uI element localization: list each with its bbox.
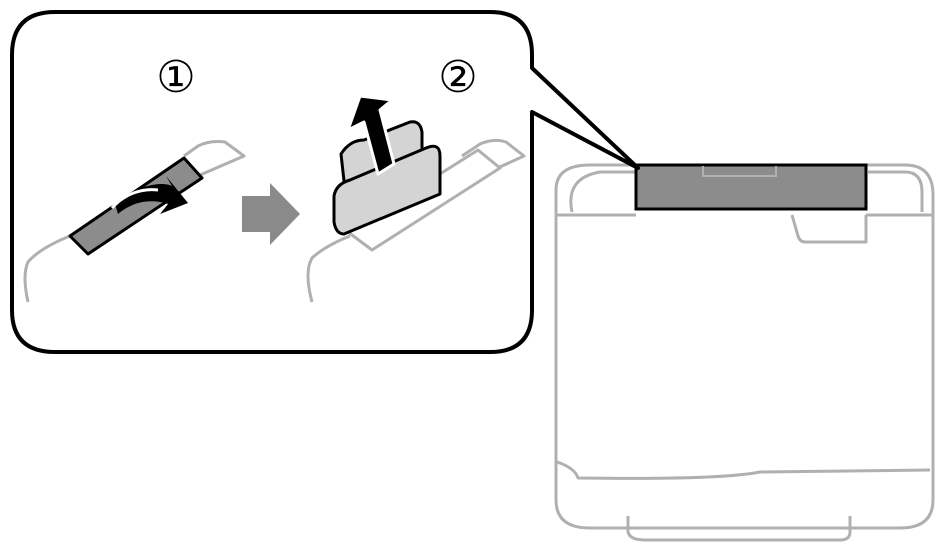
printer-rear-feeder: [634, 163, 868, 211]
step-2-number: ②: [438, 52, 477, 103]
step-1-number: ①: [156, 52, 195, 103]
step-1-illustration: [23, 140, 246, 303]
step-2-illustration: [306, 94, 526, 303]
paper-support-open: [332, 144, 442, 236]
right-arrow-icon: [242, 183, 300, 245]
printer-shoulder-left: [569, 170, 638, 213]
paper-support-closed: [68, 156, 204, 256]
printer-body: [554, 163, 935, 530]
printer: [554, 163, 935, 542]
printer-front-edge: [556, 460, 931, 480]
curved-arrow-icon: [115, 176, 188, 214]
printer-notch: [790, 214, 868, 244]
printer-output-tray: [626, 516, 852, 542]
up-arrow-icon: [346, 94, 396, 176]
printer-shoulder-right: [868, 170, 924, 212]
callout-bubble: [10, 10, 640, 354]
